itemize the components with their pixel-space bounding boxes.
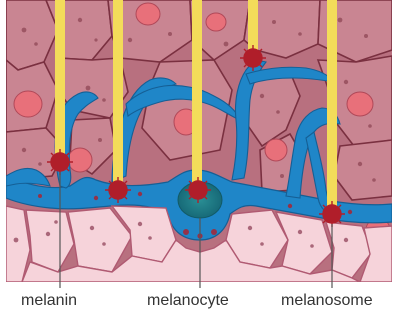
nucleus (136, 3, 160, 25)
nucleus (206, 13, 226, 31)
light-beam (113, 0, 123, 190)
nucleus (14, 91, 42, 117)
light-beam (192, 0, 202, 188)
light-beam (55, 0, 65, 160)
label-melanin: melanin (21, 291, 77, 311)
label-melanosome: melanosome (281, 291, 373, 311)
nucleus (68, 148, 92, 172)
nucleus (347, 92, 373, 116)
nucleus (265, 139, 287, 161)
label-melanocyte: melanocyte (147, 291, 229, 311)
light-beam (327, 0, 337, 214)
